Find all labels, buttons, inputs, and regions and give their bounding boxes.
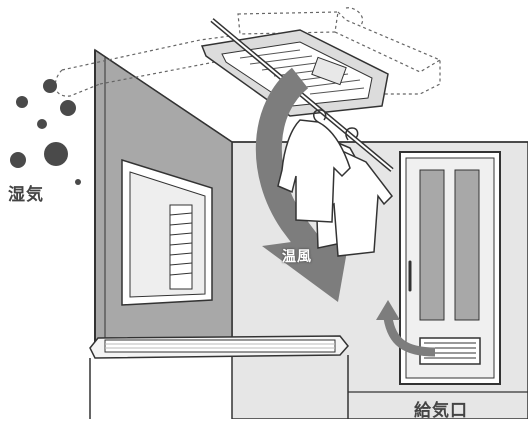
humidity-dots (10, 79, 81, 185)
warm-air-label: 温風 (282, 246, 312, 266)
bathtub-cover (105, 340, 335, 352)
window-louver (170, 205, 192, 289)
air-inlet-label: 給気口 (414, 396, 468, 421)
door-panel-right (455, 170, 479, 320)
door-panel-left (420, 170, 444, 320)
humidity-label: 湿気 (8, 180, 44, 205)
